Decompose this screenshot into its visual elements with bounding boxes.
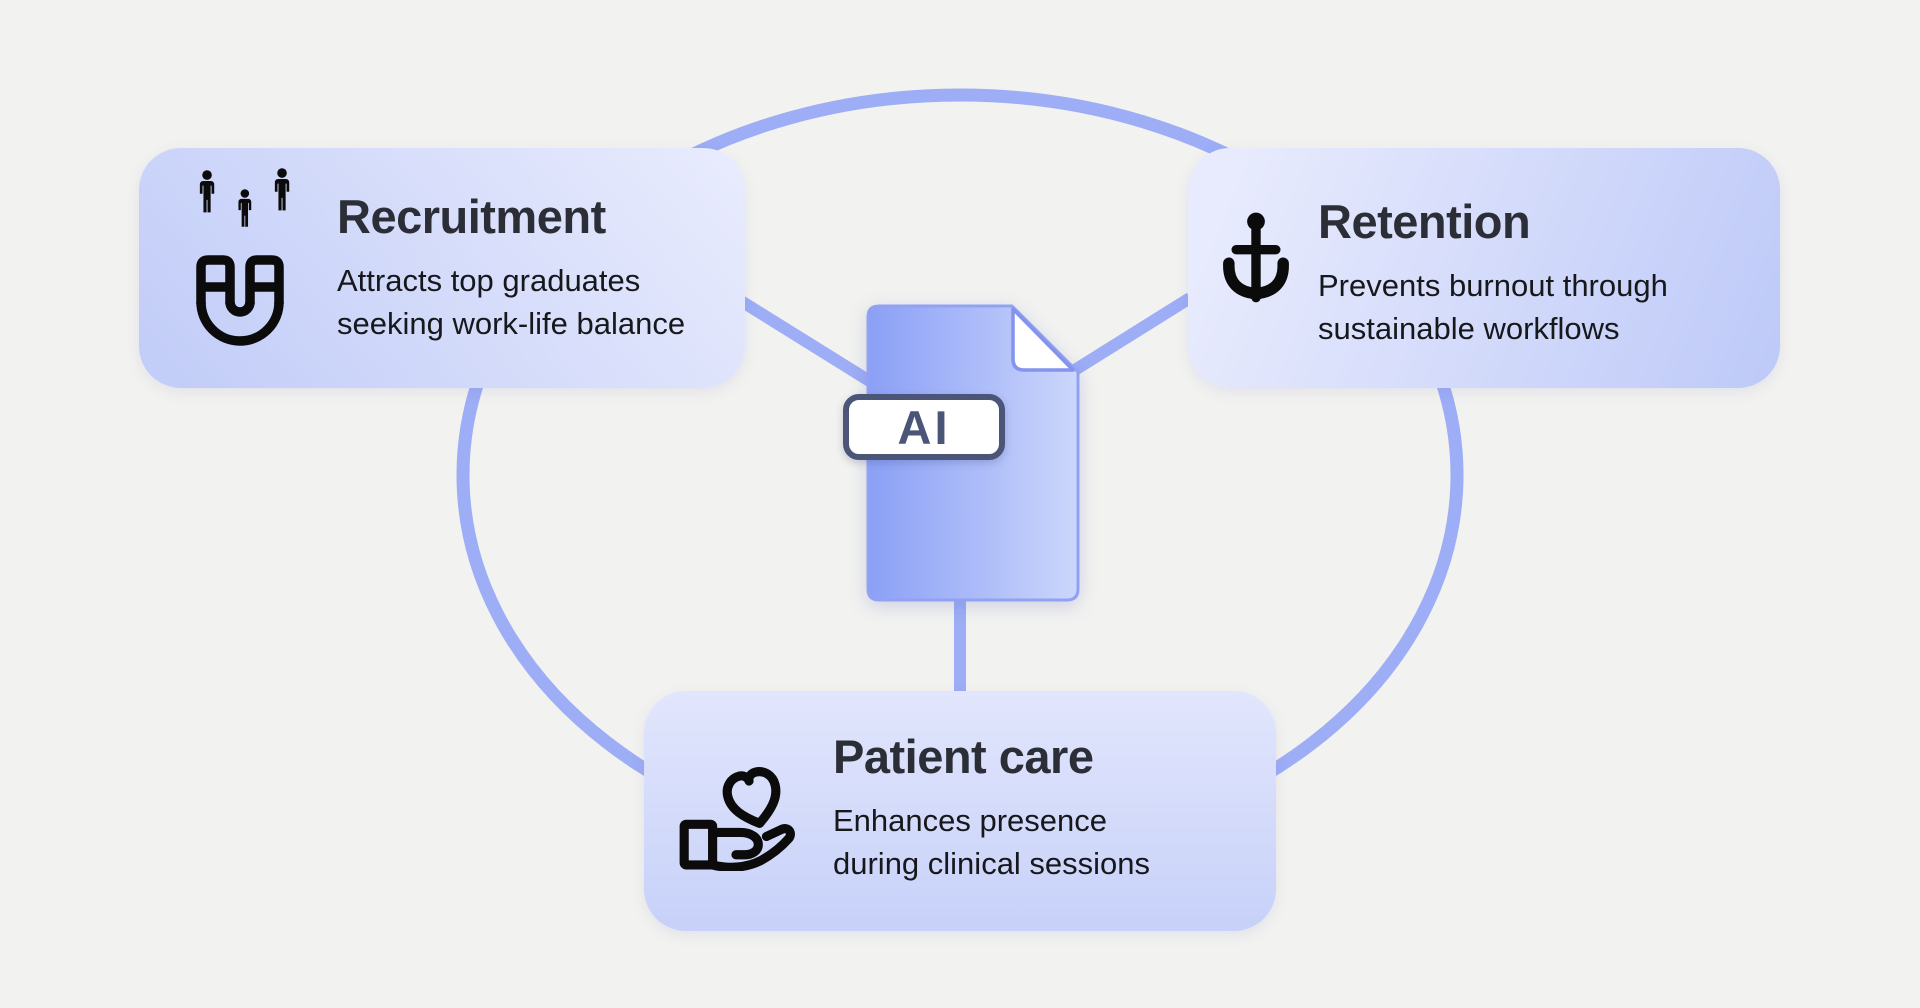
- hand-heart-icon: [679, 767, 795, 871]
- card-title: Recruitment: [337, 190, 606, 243]
- recruitment-text: Recruitment Attracts top graduates seeki…: [337, 187, 722, 345]
- people-group-icon: [196, 168, 290, 346]
- card-description: Enhances presence during clinical sessio…: [833, 799, 1193, 885]
- card-recruitment: Recruitment Attracts top graduates seeki…: [139, 148, 745, 388]
- recruitment-icon-column: [189, 168, 294, 352]
- patient-care-icon-column: [675, 739, 801, 871]
- retention-text: Retention Prevents burnout through susta…: [1318, 192, 1718, 350]
- card-title: Retention: [1318, 195, 1531, 248]
- magnet-icon: [196, 255, 284, 346]
- document-folded-corner: [1011, 307, 1075, 372]
- desc-line: sustainable workflows: [1318, 311, 1620, 346]
- card-description: Prevents burnout through sustainable wor…: [1318, 264, 1718, 350]
- desc-line: Attracts top graduates: [337, 263, 641, 298]
- card-patient-care: Patient care Enhances presence during cl…: [644, 691, 1276, 931]
- connector-recruitment: [729, 290, 888, 396]
- ai-badge: AI: [843, 394, 1005, 460]
- ai-badge-label: AI: [897, 400, 951, 454]
- card-title: Patient care: [833, 730, 1094, 783]
- desc-line: Prevents burnout through: [1318, 268, 1668, 303]
- retention-icon-column: [1221, 210, 1291, 306]
- patient-care-text: Patient care Enhances presence during cl…: [833, 727, 1193, 885]
- anchor-icon: [1223, 212, 1289, 303]
- desc-line: Enhances presence: [833, 803, 1108, 838]
- card-description: Attracts top graduates seeking work-life…: [337, 259, 722, 345]
- card-retention: Retention Prevents burnout through susta…: [1188, 148, 1780, 388]
- desc-line: during clinical sessions: [833, 846, 1151, 881]
- desc-line: seeking work-life balance: [337, 306, 686, 341]
